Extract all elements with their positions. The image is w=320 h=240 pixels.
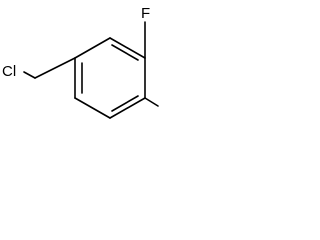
methyl-bond <box>144 97 159 107</box>
chloromethyl-bond <box>34 57 76 79</box>
ring-bond-3 <box>109 97 146 119</box>
structure-diagram: Cl F <box>2 5 159 119</box>
chlorine-label: Cl <box>2 63 16 80</box>
ring-bond-1 <box>109 37 146 59</box>
benzene-ring <box>74 37 146 119</box>
ring-bond-4 <box>74 97 111 119</box>
aromatic-inner-bond-1 <box>111 44 139 61</box>
ring-bond-6 <box>74 37 111 59</box>
chloromethyl-chlorine-bond <box>23 71 36 79</box>
aromatic-inner-bond-2 <box>111 95 139 112</box>
fluorine-label: F <box>141 5 150 22</box>
